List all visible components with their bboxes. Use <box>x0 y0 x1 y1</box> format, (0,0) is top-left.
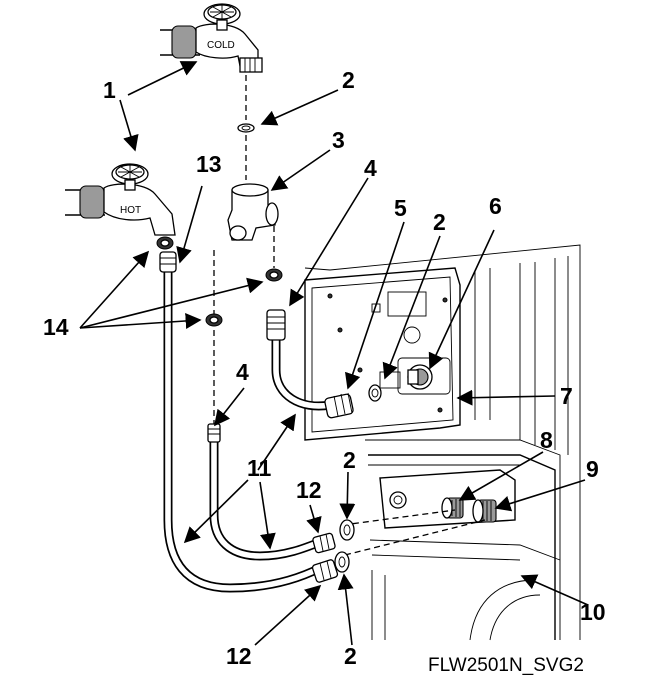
hot-water-faucet <box>65 163 176 236</box>
hot-inlet-valve <box>472 499 497 523</box>
rubber-washer-top <box>237 123 255 133</box>
hose-fitting-4-lower <box>207 423 221 443</box>
callout-4-upper: 4 <box>364 155 377 181</box>
hose-fitting-top-left <box>159 251 177 273</box>
hose-long <box>163 267 325 593</box>
callout-9: 9 <box>586 456 599 482</box>
callout-7: 7 <box>560 383 573 409</box>
figure-id: FLW2501N_SVG2 <box>428 655 584 676</box>
callout-2-mid: 2 <box>343 447 356 473</box>
washer-2-mid <box>339 519 355 541</box>
hose-washers-14 <box>156 236 283 327</box>
washer-2-bottom <box>334 551 350 573</box>
hot-faucet-label: HOT <box>120 205 141 216</box>
hose-fitting-12-lower <box>311 559 339 583</box>
callout-2-top: 2 <box>342 67 355 93</box>
callout-10: 10 <box>580 599 606 625</box>
callout-11: 11 <box>247 455 272 481</box>
leader-lines <box>79 61 589 646</box>
callout-13: 13 <box>196 151 222 177</box>
callout-3: 3 <box>332 127 345 153</box>
callout-12-upper: 12 <box>296 477 322 503</box>
callout-2-bottom: 2 <box>344 643 357 669</box>
y-connector <box>227 183 279 241</box>
callout-numbers: 1 2 3 4 13 5 2 6 14 7 4 8 11 2 12 9 10 1… <box>43 67 606 669</box>
callout-6: 6 <box>489 193 502 219</box>
callout-4-lower: 4 <box>236 359 249 385</box>
callout-12-lower: 12 <box>226 643 252 669</box>
cold-faucet-label: COLD <box>207 40 235 51</box>
callout-14: 14 <box>43 314 69 340</box>
hose-fitting-5 <box>324 392 354 419</box>
callout-5: 5 <box>394 195 407 221</box>
callout-1: 1 <box>103 77 116 103</box>
hose-fitting-12-upper <box>312 532 336 554</box>
inlet-valve-upper <box>407 364 433 390</box>
hose-short <box>271 335 335 411</box>
hose-fitting-4-upper <box>266 309 286 341</box>
washer-cabinet <box>304 244 581 641</box>
hose-middle <box>209 435 325 561</box>
callout-8: 8 <box>540 427 553 453</box>
cold-water-faucet <box>160 3 263 73</box>
washer-2-upper <box>368 384 382 402</box>
cold-inlet-valve <box>441 497 464 519</box>
callout-2-panel: 2 <box>433 209 446 235</box>
